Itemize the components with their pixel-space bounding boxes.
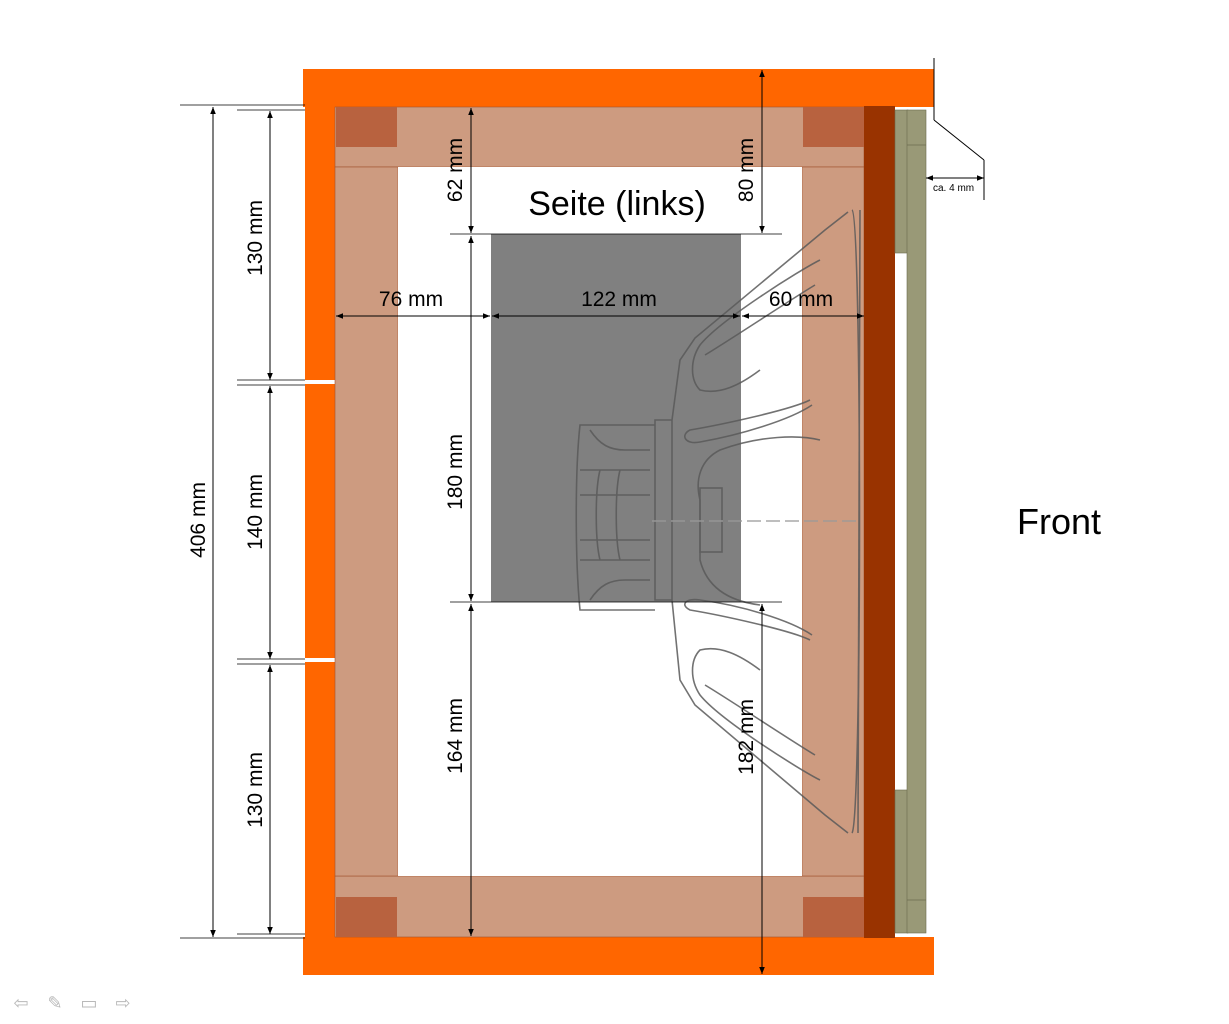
grille-strip-front (906, 109, 927, 934)
frame-top (334, 106, 865, 168)
front-label: Front (1017, 501, 1101, 542)
label-bottom-left: 164 mm (444, 698, 467, 774)
prev-slide-icon[interactable]: ⇦ (13, 993, 29, 1014)
next-slide-icon[interactable]: ⇨ (115, 993, 131, 1014)
top-panel (303, 69, 934, 107)
label-total-height: 406 mm (187, 482, 210, 558)
extension-lines-inner (450, 233, 782, 603)
frame-bottom (334, 875, 865, 938)
left-panel-top (305, 107, 335, 380)
corner-block-tr (803, 107, 864, 147)
pen-icon[interactable]: ✎ (47, 993, 63, 1014)
front-baffle (864, 106, 895, 938)
left-panel-mid (305, 384, 335, 658)
front-gap-callout (926, 58, 985, 200)
label-bottom-right: 182 mm (735, 699, 758, 775)
label-center-height: 180 mm (444, 434, 467, 510)
left-panel-bottom (305, 662, 335, 937)
slide-navigation: ⇦ ✎ ▭ ⇨ (10, 994, 134, 1014)
menu-icon[interactable]: ▭ (80, 993, 98, 1014)
front-gap-label: ca. 4 mm (933, 183, 974, 194)
label-width-right: 60 mm (769, 288, 833, 311)
corner-block-bl (336, 897, 397, 937)
label-top-gap-right: 80 mm (735, 138, 758, 202)
grille-strip-outer-bottom (894, 789, 909, 934)
bottom-panel (303, 937, 934, 975)
extension-lines-left (180, 104, 305, 939)
corner-block-tl (336, 107, 397, 147)
label-seg-top: 130 mm (244, 200, 267, 276)
label-seg-mid: 140 mm (244, 474, 267, 550)
diagram-title: Seite (links) (528, 185, 706, 223)
label-width-center: 122 mm (581, 288, 657, 311)
corner-block-br (803, 897, 864, 937)
frame-left (334, 166, 399, 877)
label-seg-bottom: 130 mm (244, 752, 267, 828)
label-top-gap-left: 62 mm (444, 138, 467, 202)
grille-strip-outer (894, 109, 909, 254)
label-width-left: 76 mm (379, 288, 443, 311)
